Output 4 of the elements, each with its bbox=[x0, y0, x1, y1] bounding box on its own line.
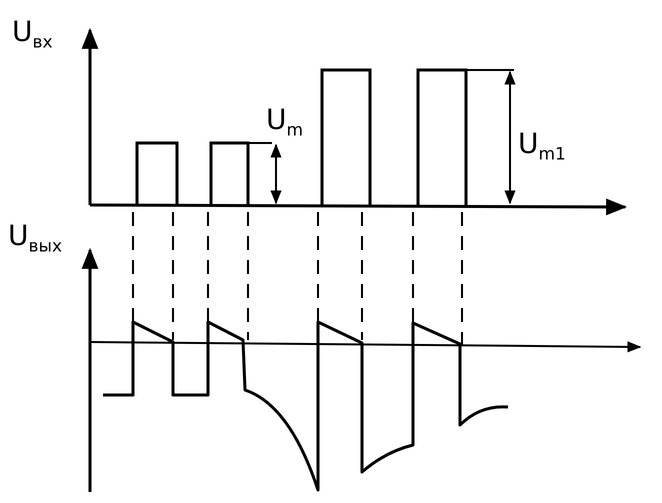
dimension-label: U$_{m}$ bbox=[266, 106, 304, 140]
axis-label: U$_{вых}$ bbox=[8, 222, 62, 256]
axis-label: U$_{вх}$ bbox=[12, 18, 53, 52]
dimension-label: U$_{m1}$ bbox=[518, 130, 566, 164]
